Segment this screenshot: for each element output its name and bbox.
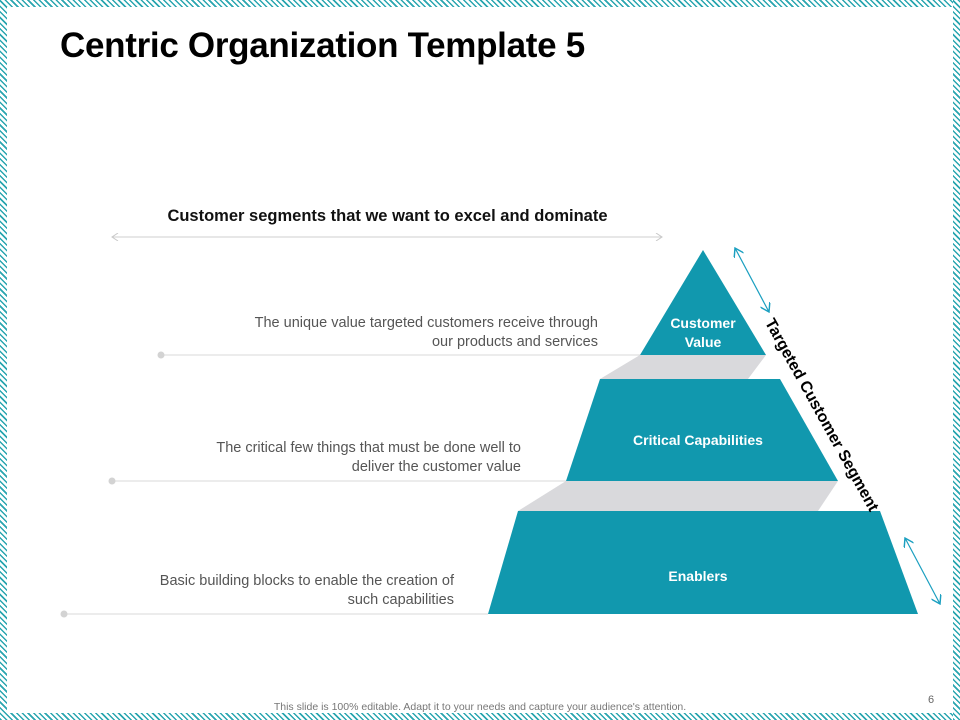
tier-label-customer-value: Customer Value <box>643 314 763 352</box>
tier-label-enablers: Enablers <box>598 567 798 586</box>
slide-footer: This slide is 100% editable. Adapt it to… <box>273 701 687 713</box>
slide-title: Centric Organization Template 5 <box>60 26 585 65</box>
description-line: deliver the customer value <box>351 459 521 475</box>
tier-label-line: Value <box>684 334 722 350</box>
description-line: The unique value targeted customers rece… <box>254 315 598 331</box>
connector-band-1 <box>600 355 766 379</box>
tier-label-critical-capabilities: Critical Capabilities <box>598 431 798 450</box>
segment-arrow-top <box>735 248 769 312</box>
description-line: Basic building blocks to enable the crea… <box>159 573 454 589</box>
description-line: The critical few things that must be don… <box>216 440 521 456</box>
tier-label-line: Enablers <box>668 568 728 584</box>
tier-description-customer-value: The unique value targeted customers rece… <box>160 314 598 352</box>
diagram-subtitle: Customer segments that we want to excel … <box>167 207 608 225</box>
tier-description-enablers: Basic building blocks to enable the crea… <box>60 572 454 610</box>
tier-label-line: Customer <box>670 315 736 331</box>
guide-dot-2 <box>108 477 116 485</box>
page-number: 6 <box>928 694 935 706</box>
description-line: our products and services <box>431 334 598 350</box>
connector-band-2 <box>518 481 838 511</box>
segment-arrow-bottom <box>905 538 940 604</box>
pyramid-tier-customer-value <box>640 250 766 355</box>
guide-dot-1 <box>157 351 165 359</box>
tier-description-critical-capabilities: The critical few things that must be don… <box>110 439 521 477</box>
guide-dot-3 <box>60 610 68 618</box>
pyramid-tier-enablers <box>488 511 918 614</box>
pyramid-tier-critical-capabilities <box>566 379 838 481</box>
description-line: such capabilities <box>347 592 454 608</box>
tier-label-line: Critical Capabilities <box>633 432 763 448</box>
